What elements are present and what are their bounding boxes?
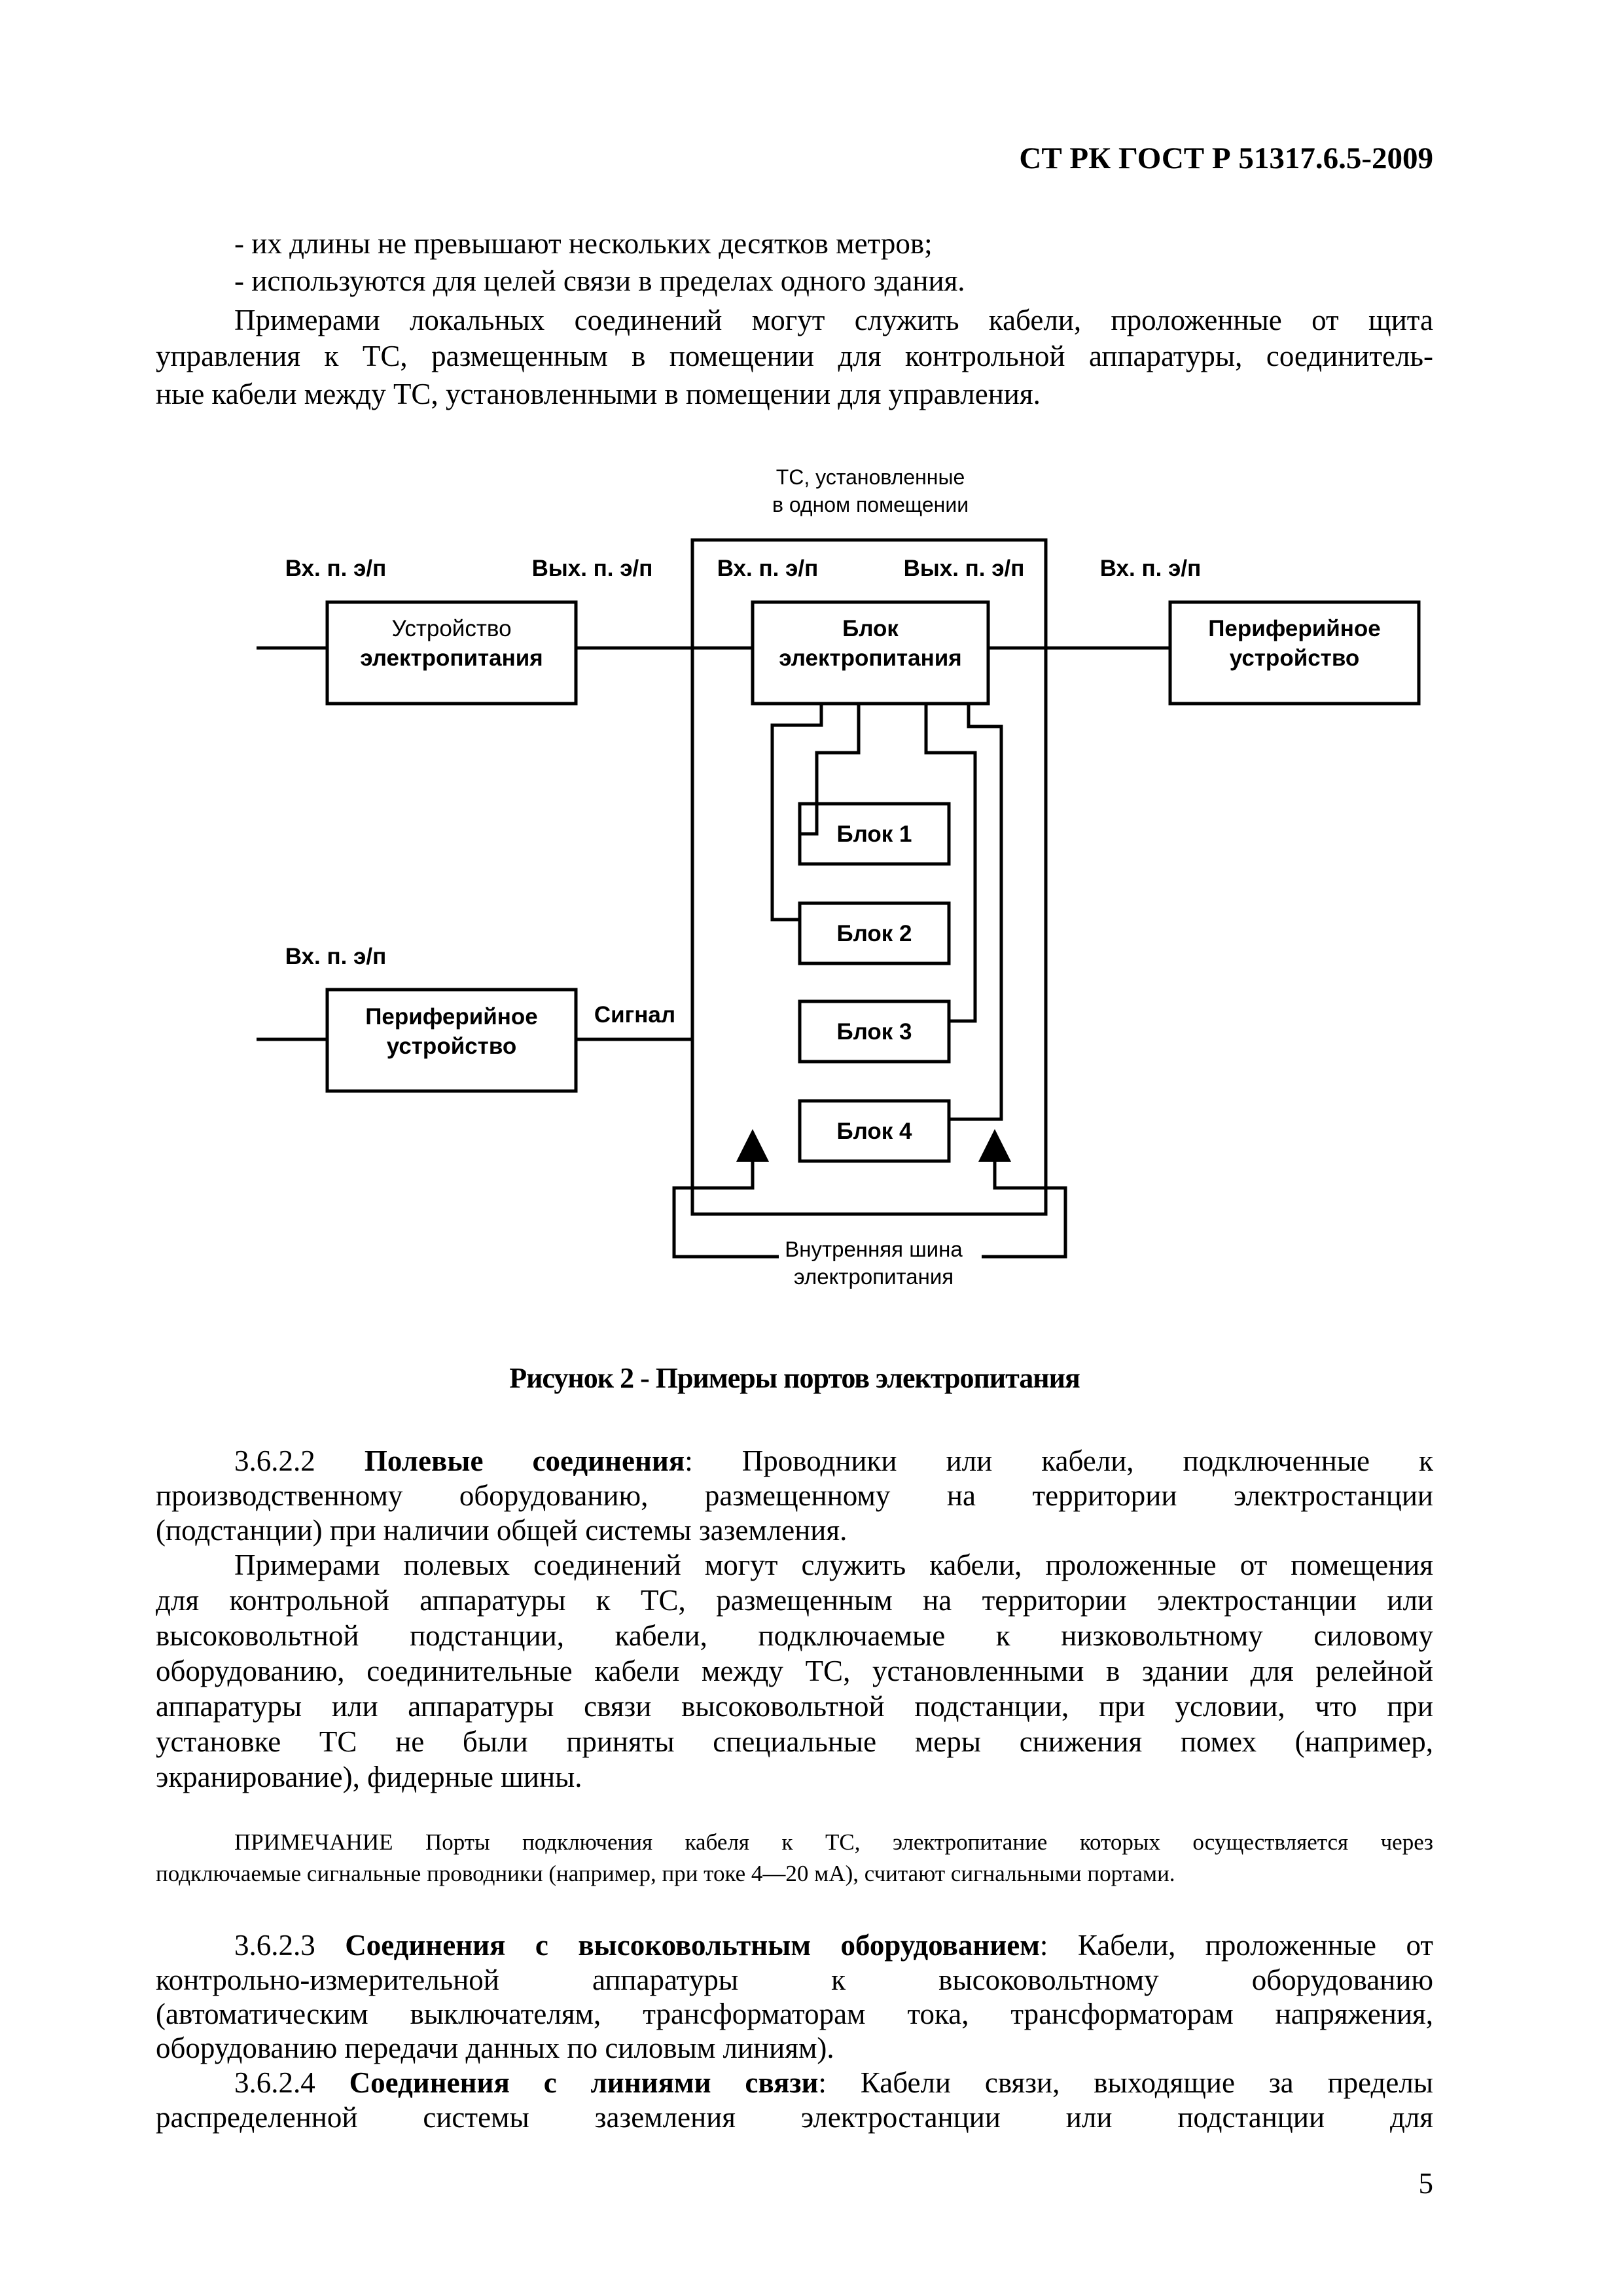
block-2-box <box>798 901 951 965</box>
bus-bracket-right <box>982 1177 1067 1259</box>
intro-example-line-1: Примерами локальных соединений могут слу… <box>234 304 1433 336</box>
section-3623-term: Соединения с высоковольтным оборудование… <box>345 1929 1040 1962</box>
section-3622-line-2: производственному оборудованию, размещен… <box>156 1479 1433 1512</box>
section-3623-line-2: контрольно-измерительной аппаратуры к вы… <box>156 1964 1433 1996</box>
wire-block-1 <box>800 704 861 836</box>
bullet-2: - используются для целей связи в предела… <box>234 264 965 297</box>
port-in-label-2: Вх. п. э/п <box>717 556 819 581</box>
section-3622-def-1: : Проводники или кабели, подключенные к <box>685 1444 1434 1477</box>
block-2-label: Блок 2 <box>836 921 912 946</box>
field-example-line-6: установке ТС не были приняты специальные… <box>156 1725 1433 1758</box>
section-3624-line-2: распределенной системы заземления электр… <box>156 2101 1433 2134</box>
section-3622-term: Полевые соединения <box>364 1444 685 1477</box>
section-3623-number: 3.6.2.3 <box>234 1929 315 1962</box>
intro-example-line-3: ные кабели между ТС, установленными в по… <box>156 378 1041 410</box>
section-3622-number: 3.6.2.2 <box>234 1444 315 1477</box>
peripheral-right-label-1: Периферийное <box>1208 616 1381 641</box>
peripheral-left-label-2: устройство <box>387 1033 517 1059</box>
wire-block-2 <box>770 704 823 922</box>
port-in-label-3: Вх. п. э/п <box>1100 556 1202 581</box>
note-line-2: подключаемые сигнальные проводники (напр… <box>156 1861 1175 1886</box>
section-3622-line-1: 3.6.2.2 Полевые соединения: Проводники и… <box>156 1443 1433 1479</box>
field-example-line-4: оборудованию, соединительные кабели межд… <box>156 1655 1433 1687</box>
figure-caption: Рисунок 2 - Примеры портов электропитани… <box>509 1362 1080 1394</box>
block-3-box <box>798 999 951 1064</box>
field-example-line-1: Примерами полевых соединений могут служи… <box>234 1549 1433 1581</box>
note-line-1: ПРИМЕЧАНИЕ Порты подключения кабеля к ТС… <box>234 1829 1433 1855</box>
bus-label-1: Внутренняя шина <box>785 1237 963 1261</box>
section-3623-line-4: оборудованию передачи данных по силовым … <box>156 2032 834 2064</box>
port-out-label-1: Вых. п. э/п <box>532 556 653 581</box>
section-3624-line-1: 3.6.2.4 Соединения с линиями связи: Кабе… <box>156 2065 1433 2101</box>
field-example-line-7: экранирование), фидерные шины. <box>156 1761 582 1793</box>
page-number: 5 <box>1418 2167 1434 2200</box>
bullet-1: - их длины не превышают нескольких десят… <box>234 227 933 260</box>
wire-block-3 <box>924 704 977 1023</box>
block-4-label: Блок 4 <box>836 1119 912 1144</box>
field-example-line-2: для контрольной аппаратуры к ТС, размеще… <box>156 1584 1433 1617</box>
field-example-line-5: аппаратуры или аппаратуры связи высоково… <box>156 1690 1433 1723</box>
intro-example-line-2: управления к ТС, размещенным в помещении… <box>156 340 1433 372</box>
block-psu-label-1: Блок <box>842 616 899 641</box>
peripheral-right-box <box>1168 600 1421 706</box>
section-3622-line-3: (подстанции) при наличии общей системы з… <box>156 1514 847 1547</box>
section-3624-number: 3.6.2.4 <box>234 2066 315 2099</box>
tc-room-frame <box>690 538 1048 1216</box>
block-psu-label-2: электропитания <box>779 645 961 671</box>
document-code: СТ РК ГОСТ Р 51317.6.5-2009 <box>1019 141 1433 175</box>
section-3623-def-1: : Кабели, проложенные от <box>1039 1929 1434 1962</box>
section-3624-term: Соединения с линиями связи <box>349 2066 819 2099</box>
field-example-line-3: высоковольтной подстанции, кабели, подкл… <box>156 1619 1433 1652</box>
block-3-label: Блок 3 <box>836 1019 912 1045</box>
section-3624-def-1: : Кабели связи, выходящие за пределы <box>818 2066 1434 2099</box>
port-in-label-1: Вх. п. э/п <box>285 556 387 581</box>
block-4-box <box>798 1099 951 1163</box>
power-ports-diagram: ТС, установленные в одном помещении Вх. … <box>257 465 1421 1289</box>
psu-device-box <box>325 600 578 706</box>
bus-bracket-left <box>672 1177 779 1259</box>
section-3623-line-1: 3.6.2.3 Соединения с высоковольтным обор… <box>156 1928 1433 1964</box>
block-1-label: Блок 1 <box>836 821 912 847</box>
peripheral-left-label-1: Периферийное <box>365 1004 538 1030</box>
port-in-label-4: Вх. п. э/п <box>285 944 387 969</box>
block-psu-box <box>751 600 990 706</box>
section-3623-line-3: (автоматическим выключателям, трансформа… <box>156 1998 1433 2030</box>
port-out-label-2: Вых. п. э/п <box>904 556 1025 581</box>
peripheral-right-label-2: устройство <box>1230 645 1360 671</box>
signal-label: Сигнал <box>594 1002 675 1028</box>
psu-device-label-1: Устройство <box>391 616 511 641</box>
bus-label-2: электропитания <box>794 1265 954 1289</box>
psu-device-label-2: электропитания <box>360 645 543 671</box>
tc-title-line-1: ТС, установленные <box>776 465 965 489</box>
wire-block-4 <box>949 704 1003 1121</box>
tc-title-line-2: в одном помещении <box>772 493 969 516</box>
